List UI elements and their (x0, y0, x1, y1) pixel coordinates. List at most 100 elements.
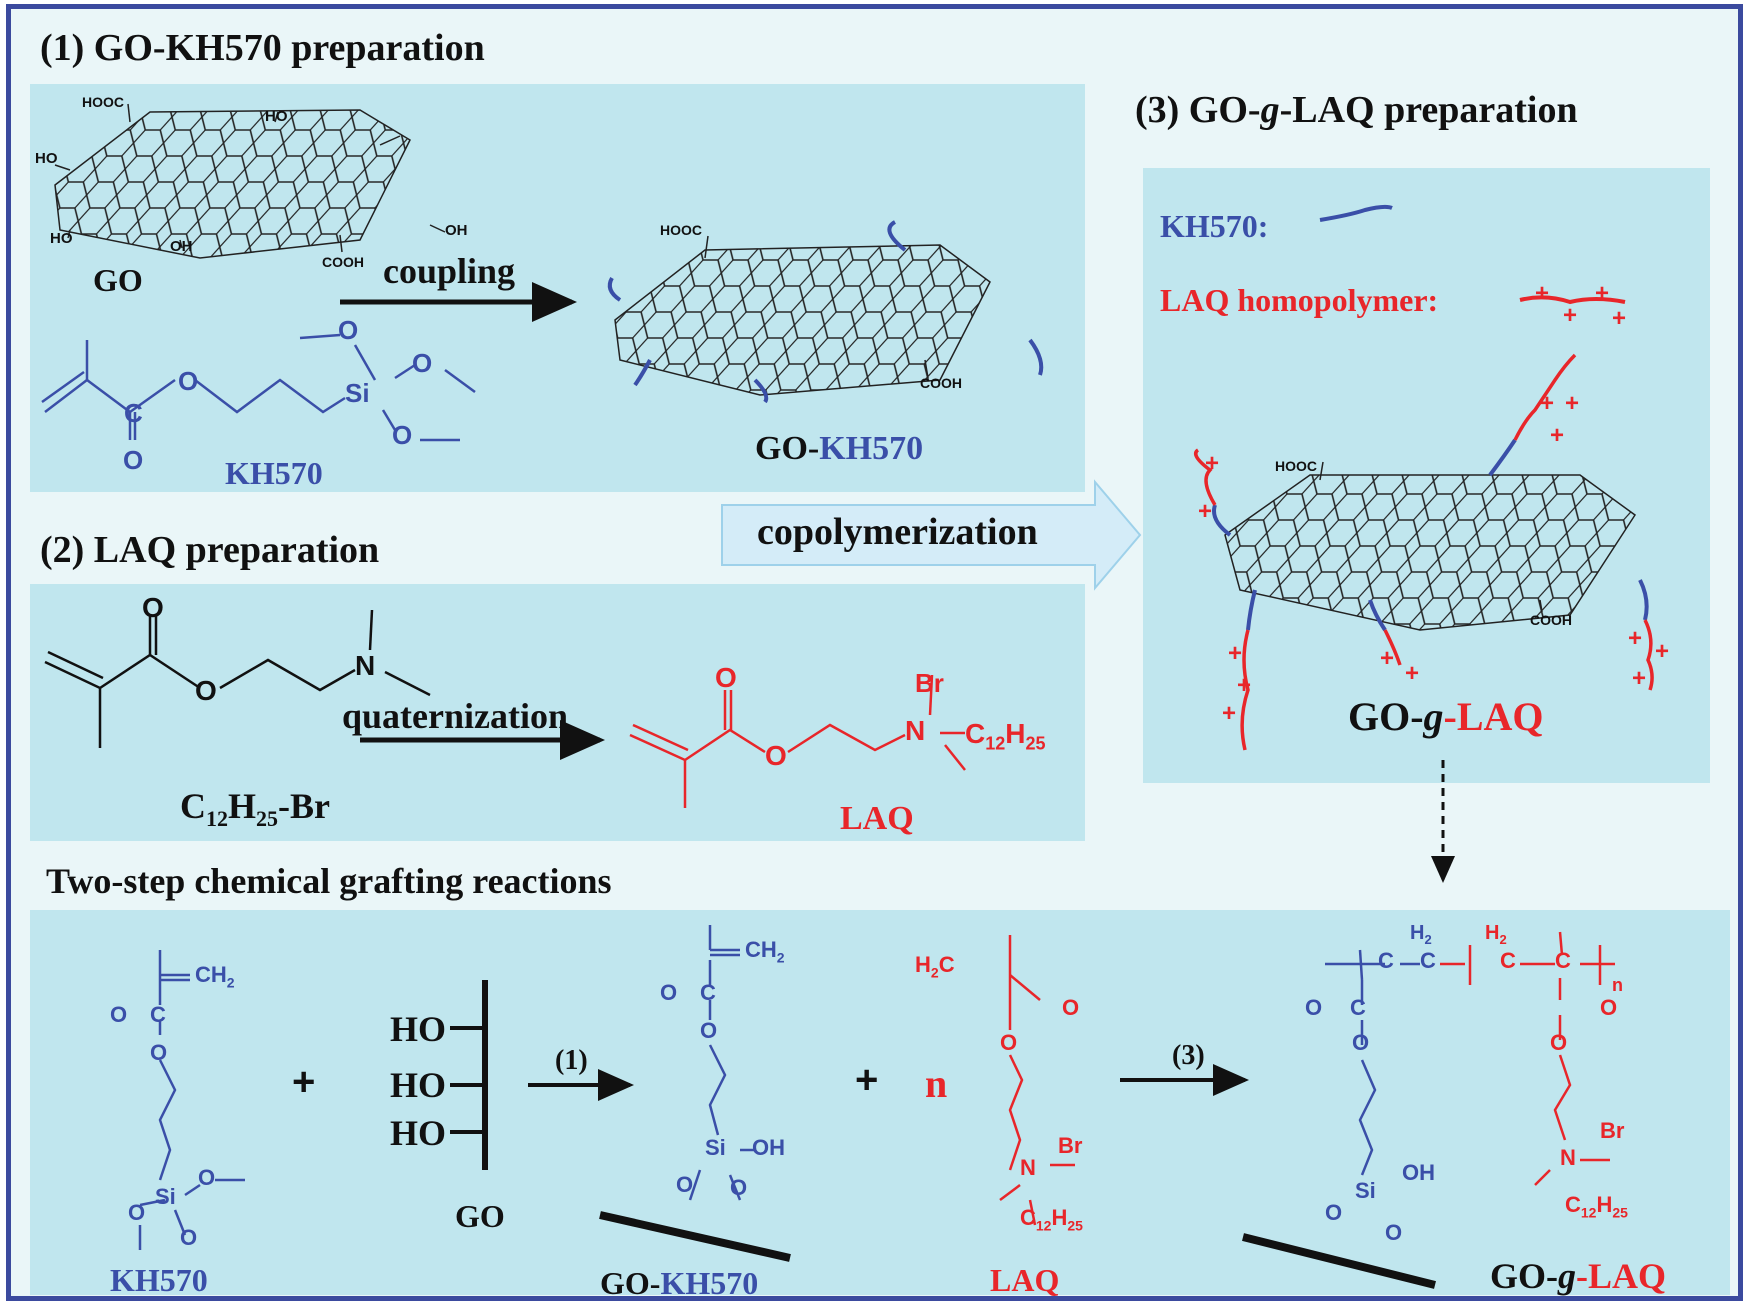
fp-h2-2-sub: 2 (1499, 932, 1507, 947)
copolymerization-label: copolymerization (757, 511, 1038, 553)
s4-gk-ch2-sub: 2 (776, 949, 785, 966)
chain-plus-10: + (1405, 660, 1420, 687)
fp-o3: O (1600, 995, 1618, 1020)
go-cooh-label: COOH (322, 254, 364, 270)
go-surface-2 (1242, 1233, 1436, 1289)
legend-laq-label: LAQ homopolymer: (1160, 282, 1439, 318)
fp-c2: C (1420, 948, 1436, 973)
go-g-laq-product-label: GO-g-LAQ (1348, 693, 1544, 740)
chain-plus-13: + (1632, 665, 1647, 692)
go-kh570-go: GO- (755, 430, 820, 467)
chain-plus-5: + (1550, 422, 1565, 449)
chain-plus-7: + (1237, 672, 1252, 699)
fp-c12-sub: 12 (1580, 1204, 1597, 1221)
kh570-o-1: O (178, 366, 199, 396)
dmaema-n: N (355, 650, 376, 681)
legend-kh570-label: KH570: (1160, 208, 1269, 244)
s4-gk-ch2: CH2 (745, 937, 785, 965)
dmaema-structure (44, 609, 431, 748)
s4-laq-h25-sub: 25 (1067, 1217, 1083, 1234)
laq-structure (629, 674, 966, 808)
kh570-structure (41, 333, 476, 442)
go-g-laq-sheet-graphic (1194, 353, 1654, 751)
laq-o-1: O (715, 662, 737, 693)
kh570-c: C (124, 398, 143, 428)
gogl-g: g (1423, 694, 1444, 739)
fp-h25-sub: 25 (1612, 1204, 1628, 1221)
chain-plus-11: + (1628, 625, 1643, 652)
go-kh570-vertical-structure (688, 925, 755, 1201)
heading-section1: (1) GO-KH570 preparation (40, 27, 485, 69)
go-kh570-kh: KH570 (819, 430, 924, 467)
laq-vertical-structure (999, 935, 1075, 1226)
gogl-cooh-label: COOH (1530, 612, 1572, 628)
s4-laq-label: LAQ (990, 1262, 1060, 1298)
chain-plus-9: + (1380, 645, 1395, 672)
s4-kh-ch2-sub: 2 (226, 974, 235, 991)
s4-kh-o5: O (180, 1225, 198, 1250)
s4-kh-o2: O (150, 1040, 168, 1065)
kh570-o-2: O (123, 445, 144, 475)
dmaema-o-2: O (195, 675, 217, 706)
s4-laq-o2: O (1000, 1030, 1018, 1055)
s4-gk-go: GO- (600, 1265, 661, 1301)
go-ho-label-3: HO (50, 230, 73, 247)
fp-h2-1: H2 (1410, 922, 1432, 947)
go-label: GO (93, 262, 143, 298)
s4-kh-si: Si (155, 1184, 176, 1209)
s4-gk-oh: OH (752, 1135, 785, 1160)
laq-c12h25-h: H (1005, 718, 1026, 749)
fp-o2: O (1352, 1030, 1370, 1055)
fp-o4: O (1550, 1030, 1568, 1055)
s4-plus-2: + (855, 1058, 879, 1102)
s4-kh-o4: O (128, 1200, 146, 1225)
gokh-hooc-label: HOOC (660, 222, 702, 238)
s4-laq-h2c: H2C (915, 952, 955, 980)
panel-grafting (30, 910, 1730, 1295)
chain-plus-8: + (1222, 700, 1237, 727)
legend-kh570-line (1319, 204, 1393, 222)
fp-o6: O (1385, 1220, 1403, 1245)
s4-step3-label: (3) (1172, 1040, 1205, 1071)
s4-laq-h: H (915, 952, 931, 977)
fp-h25: H (1596, 1192, 1613, 1217)
fp-o5: O (1325, 1200, 1343, 1225)
s4-ho-2: HO (390, 1065, 447, 1105)
s4-laq-o1: O (1062, 995, 1080, 1020)
fp-si: Si (1355, 1178, 1376, 1203)
reagent-25: 25 (256, 806, 279, 832)
laq-label: LAQ (840, 800, 914, 837)
panel-laq (30, 584, 1085, 841)
chain-plus-4: + (1565, 390, 1580, 417)
s4-laq-n: N (1020, 1155, 1036, 1180)
reagent-h: H (228, 786, 257, 826)
gogl-go: GO- (1348, 694, 1424, 739)
s4-n-label: n (925, 1061, 948, 1106)
heading-section2: (2) LAQ preparation (40, 529, 380, 571)
fp-n: N (1560, 1145, 1576, 1170)
legend-plus-3: + (1563, 302, 1578, 329)
s4-step1-label: (1) (555, 1045, 588, 1076)
s4-go-kh570-label: GO-KH570 (600, 1265, 758, 1302)
chain-plus-2: + (1198, 498, 1213, 525)
fp-h2-2: H2 (1485, 922, 1507, 947)
fp-br: Br (1600, 1118, 1625, 1143)
s4-gk-o2: O (700, 1018, 718, 1043)
s4-kh-ch2: CH2 (195, 962, 235, 990)
chain-plus-6: + (1228, 640, 1243, 667)
s4-gk-c: C (700, 980, 716, 1005)
s4-gk-ch2-c: CH (745, 937, 777, 962)
final-product-structure (1325, 931, 1615, 1186)
chain-plus-12: + (1655, 638, 1670, 665)
kh570-o-3: O (338, 315, 359, 345)
go-ho-label-1: HO (265, 108, 288, 125)
s4-kh-o3: O (198, 1165, 216, 1190)
s4-kh570-label: KH570 (110, 1262, 208, 1298)
copolymerization-arrow (721, 479, 1142, 591)
go-hooc-label: HOOC (82, 94, 124, 110)
dmaema-o-1: O (142, 592, 164, 623)
fp-n-sub: n (1612, 975, 1623, 995)
s4-kh-ch2-c: CH (195, 962, 227, 987)
s4-ho-1: HO (390, 1009, 447, 1049)
